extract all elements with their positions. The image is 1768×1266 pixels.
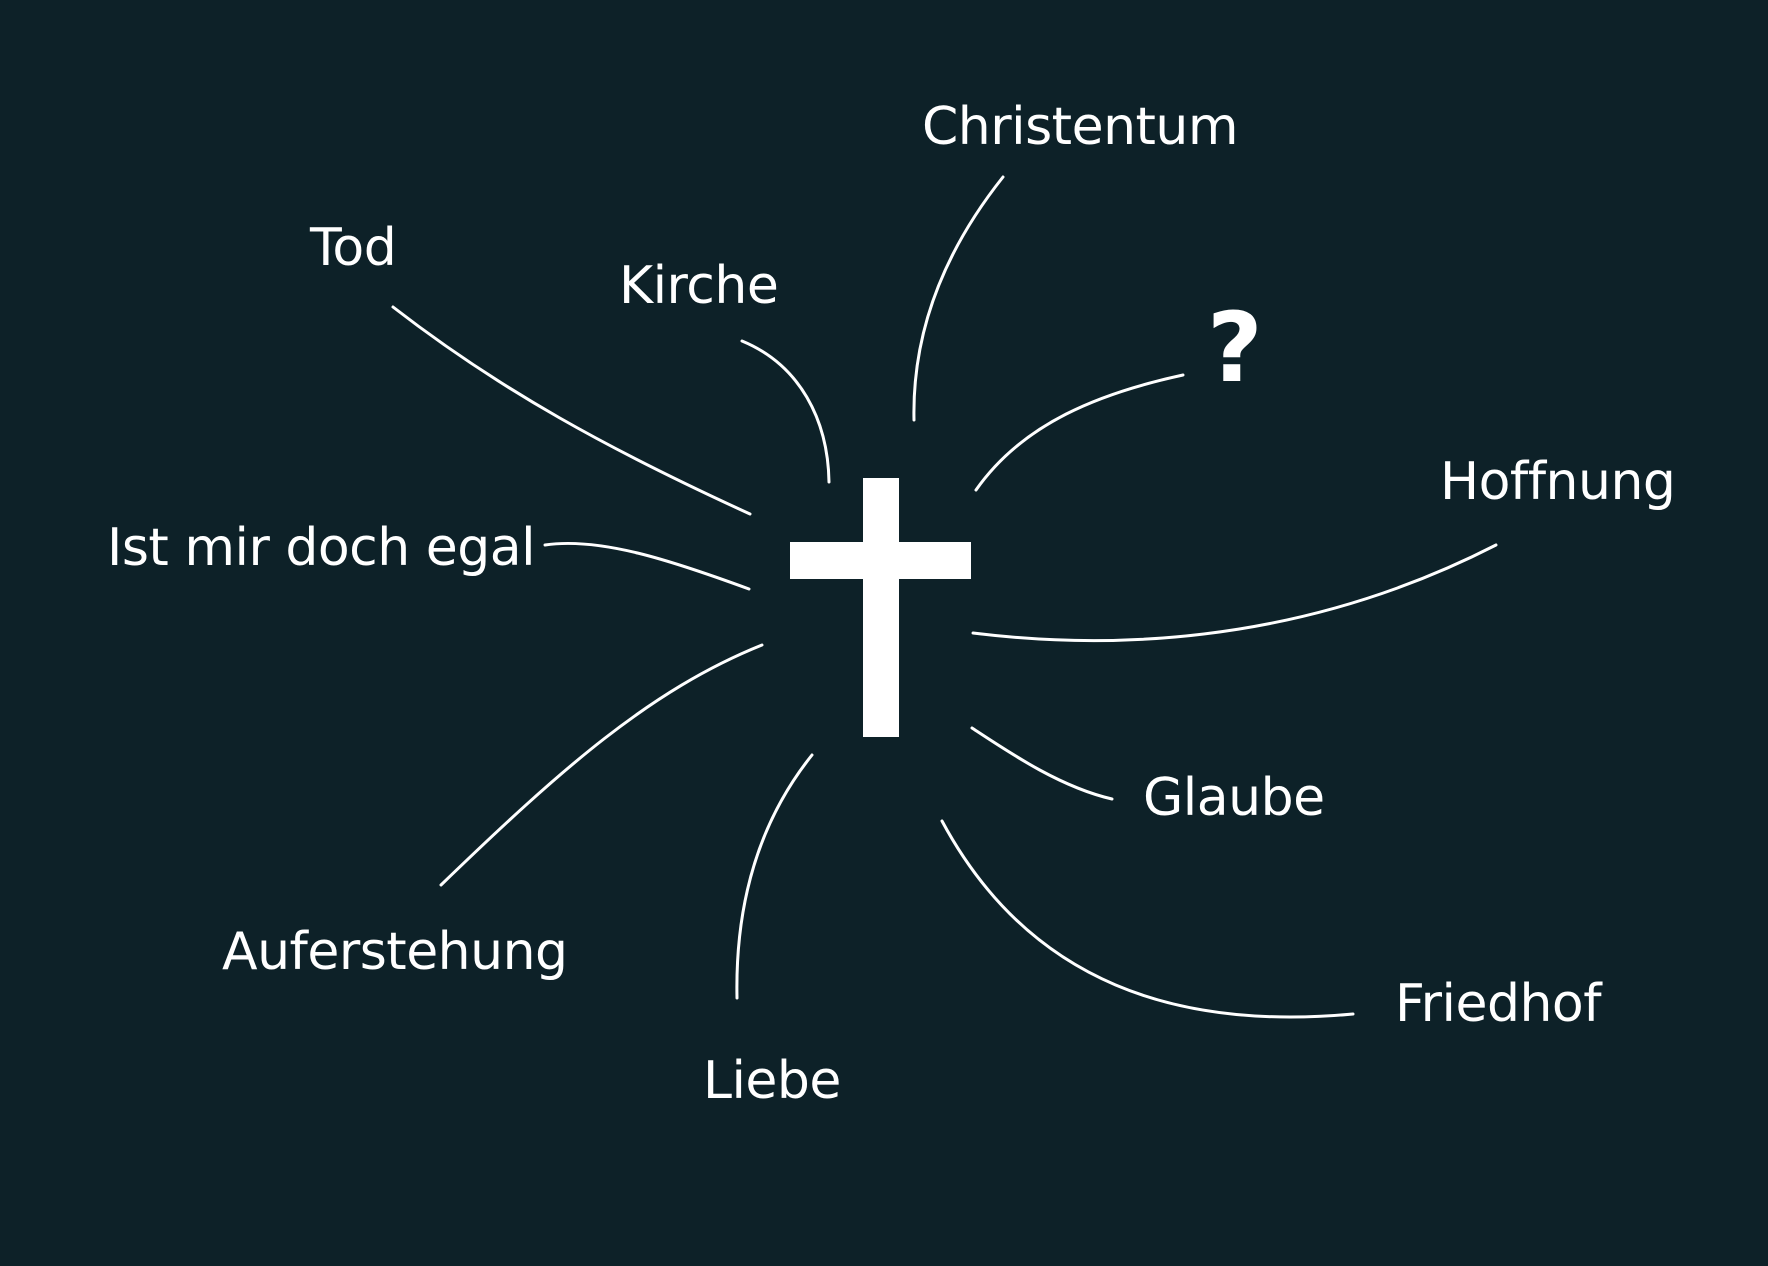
connector-liebe (735, 753, 814, 1000)
word-hoffnung: Hoffnung (1440, 452, 1676, 512)
word-friedhof: Friedhof (1395, 974, 1602, 1034)
word-kirche: Kirche (619, 256, 779, 316)
word-liebe: Liebe (703, 1051, 841, 1111)
connector-question (974, 373, 1185, 492)
connector-hoffnung (971, 543, 1498, 643)
word-christentum: Christentum (922, 97, 1239, 157)
connector-christentum (912, 175, 1005, 422)
cross-vertical-beam (863, 478, 899, 737)
word-glaube: Glaube (1143, 768, 1325, 828)
connector-glaube (970, 726, 1114, 801)
connector-kirche (740, 339, 831, 484)
connector-friedhof (940, 819, 1355, 1019)
word-question-mark: ? (1207, 292, 1263, 404)
cross-horizontal-beam (790, 542, 971, 579)
word-tod: Tod (310, 218, 397, 278)
word-ist-mir-doch-egal: Ist mir doch egal (107, 518, 536, 578)
word-auferstehung: Auferstehung (222, 922, 568, 982)
connector-auferstehung (439, 643, 764, 887)
connector-tod (391, 305, 752, 516)
connector-egal (543, 541, 751, 591)
